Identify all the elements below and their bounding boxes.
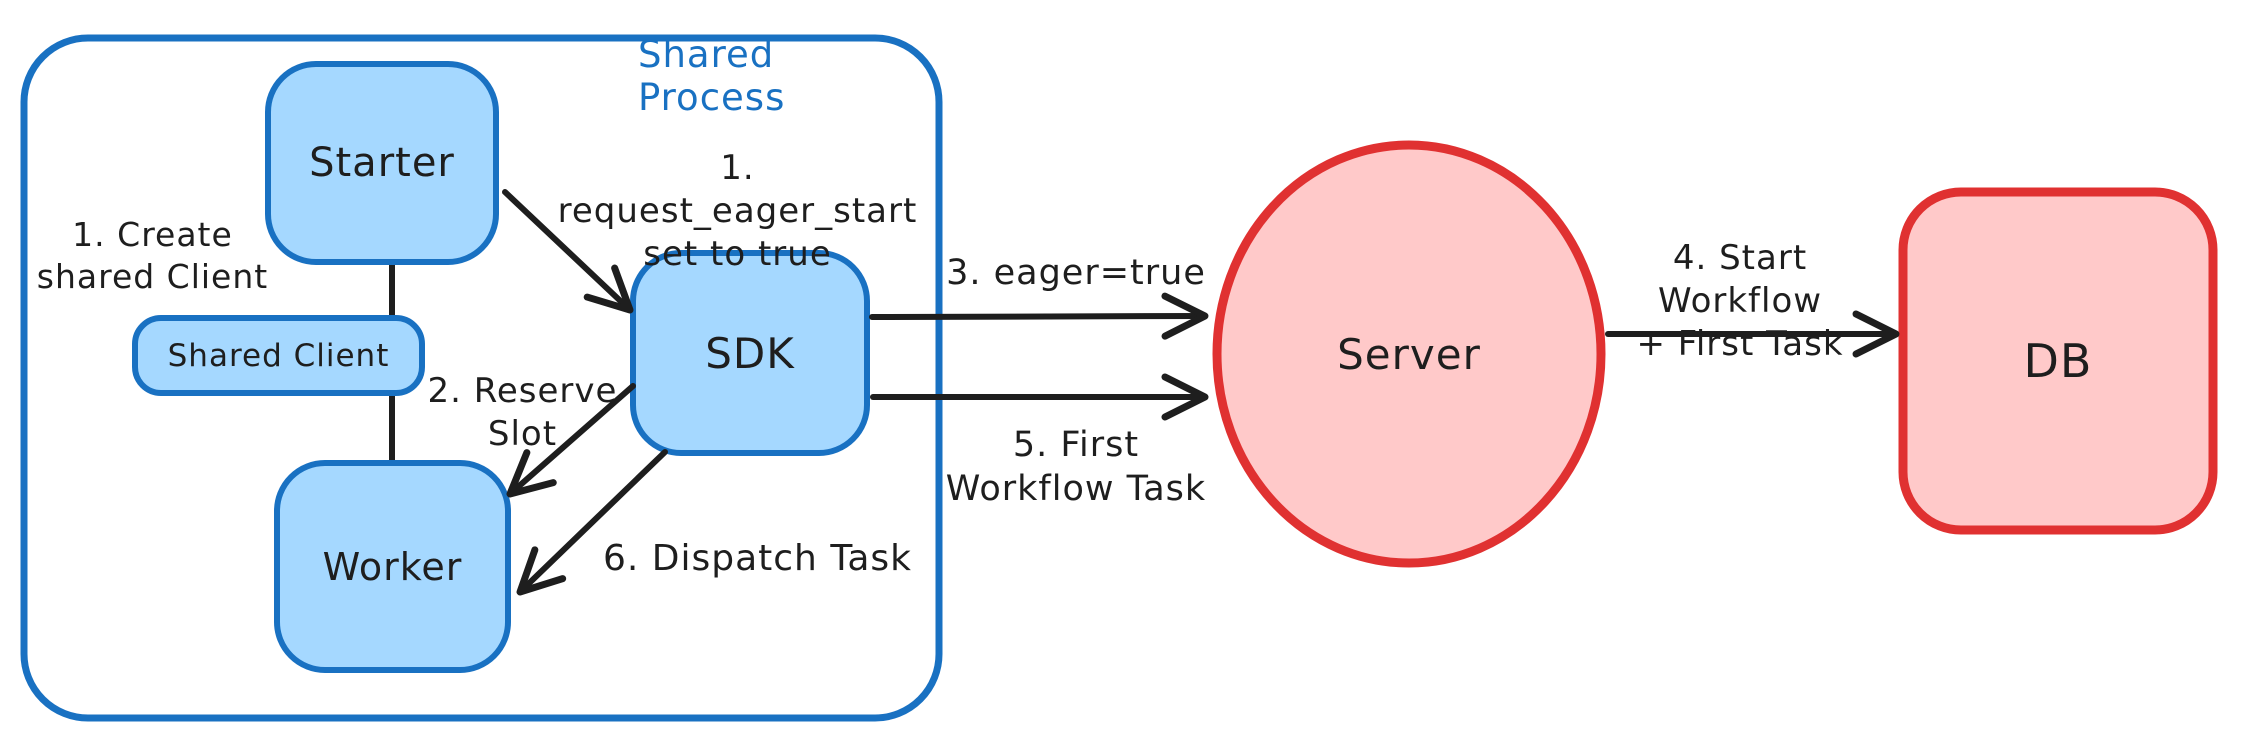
arrow-sdk-to-server-eager [869, 292, 1209, 340]
arrow-sdk-reserve-slot [506, 383, 636, 498]
db-node-box [1898, 187, 2218, 535]
sdk-node-box [630, 250, 870, 456]
shared-process-container-box [20, 34, 943, 722]
shared-client-node-box [132, 315, 425, 396]
arrow-sdk-dispatch-task [516, 449, 668, 596]
arrow-starter-to-sdk [502, 189, 634, 314]
worker-node-box [274, 460, 511, 673]
server-node-ellipse [1212, 140, 1606, 568]
starter-node-box [265, 61, 499, 265]
